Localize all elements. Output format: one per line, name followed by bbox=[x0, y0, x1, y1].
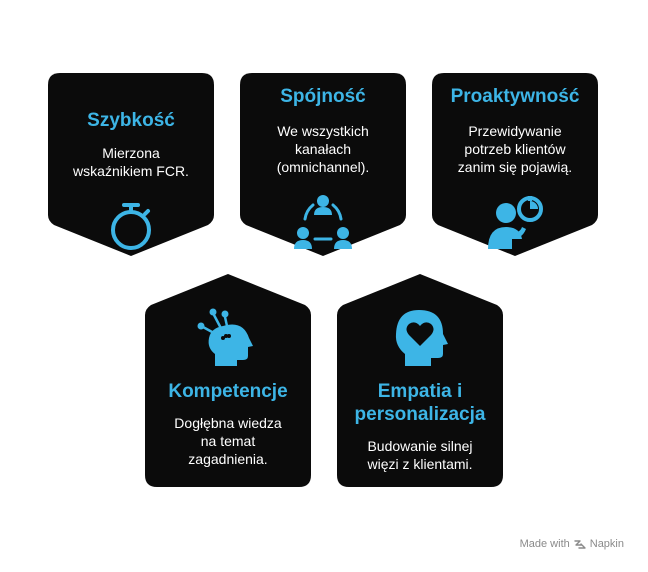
card-title: Proaktywność bbox=[450, 86, 580, 107]
card-title: Szybkość bbox=[87, 110, 175, 131]
card-title: Kompetencje bbox=[168, 381, 288, 402]
card-description: Dogłębna wiedza na temat zagadnienia. bbox=[174, 415, 282, 467]
napkin-logo-icon bbox=[574, 540, 586, 549]
card-description: Budowanie silnej więzi z klientami. bbox=[367, 438, 473, 472]
card-title: Empatia i personalizacja bbox=[354, 381, 486, 425]
stopwatch-icon bbox=[111, 203, 151, 250]
card-shape bbox=[432, 73, 598, 256]
card-shape bbox=[240, 73, 406, 256]
card-shape bbox=[337, 274, 503, 487]
card-shape bbox=[48, 73, 214, 256]
napkin-brand: Napkin bbox=[589, 538, 624, 550]
card-title: Spójność bbox=[280, 86, 366, 107]
card-description: Przewidywanie potrzeb klientów zanim się… bbox=[457, 123, 573, 175]
card-proaktywnosc: Proaktywność Przewidywanie potrzeb klien… bbox=[432, 73, 598, 256]
card-empatia: Empatia i personalizacja Budowanie silne… bbox=[337, 274, 503, 487]
footer-attribution: Made with Napkin bbox=[520, 538, 624, 550]
person-thinking-icon bbox=[488, 196, 543, 249]
card-kompetencje: Kompetencje Dogłębna wiedza na temat zag… bbox=[145, 274, 311, 487]
card-description: We wszystkich kanałach (omnichannel). bbox=[276, 123, 370, 175]
card-description: Mierzona wskaźnikiem FCR. bbox=[73, 145, 189, 179]
card-shape bbox=[145, 274, 311, 487]
people-network-icon bbox=[294, 195, 352, 249]
card-szybkosc: Szybkość Mierzona wskaźnikiem FCR. bbox=[48, 73, 214, 256]
made-with-label: Made with bbox=[519, 538, 570, 550]
card-spojnosc: Spójność We wszystkich kanałach (omnicha… bbox=[240, 73, 406, 256]
head-pins-icon bbox=[197, 308, 253, 366]
head-heart-icon bbox=[395, 310, 448, 366]
